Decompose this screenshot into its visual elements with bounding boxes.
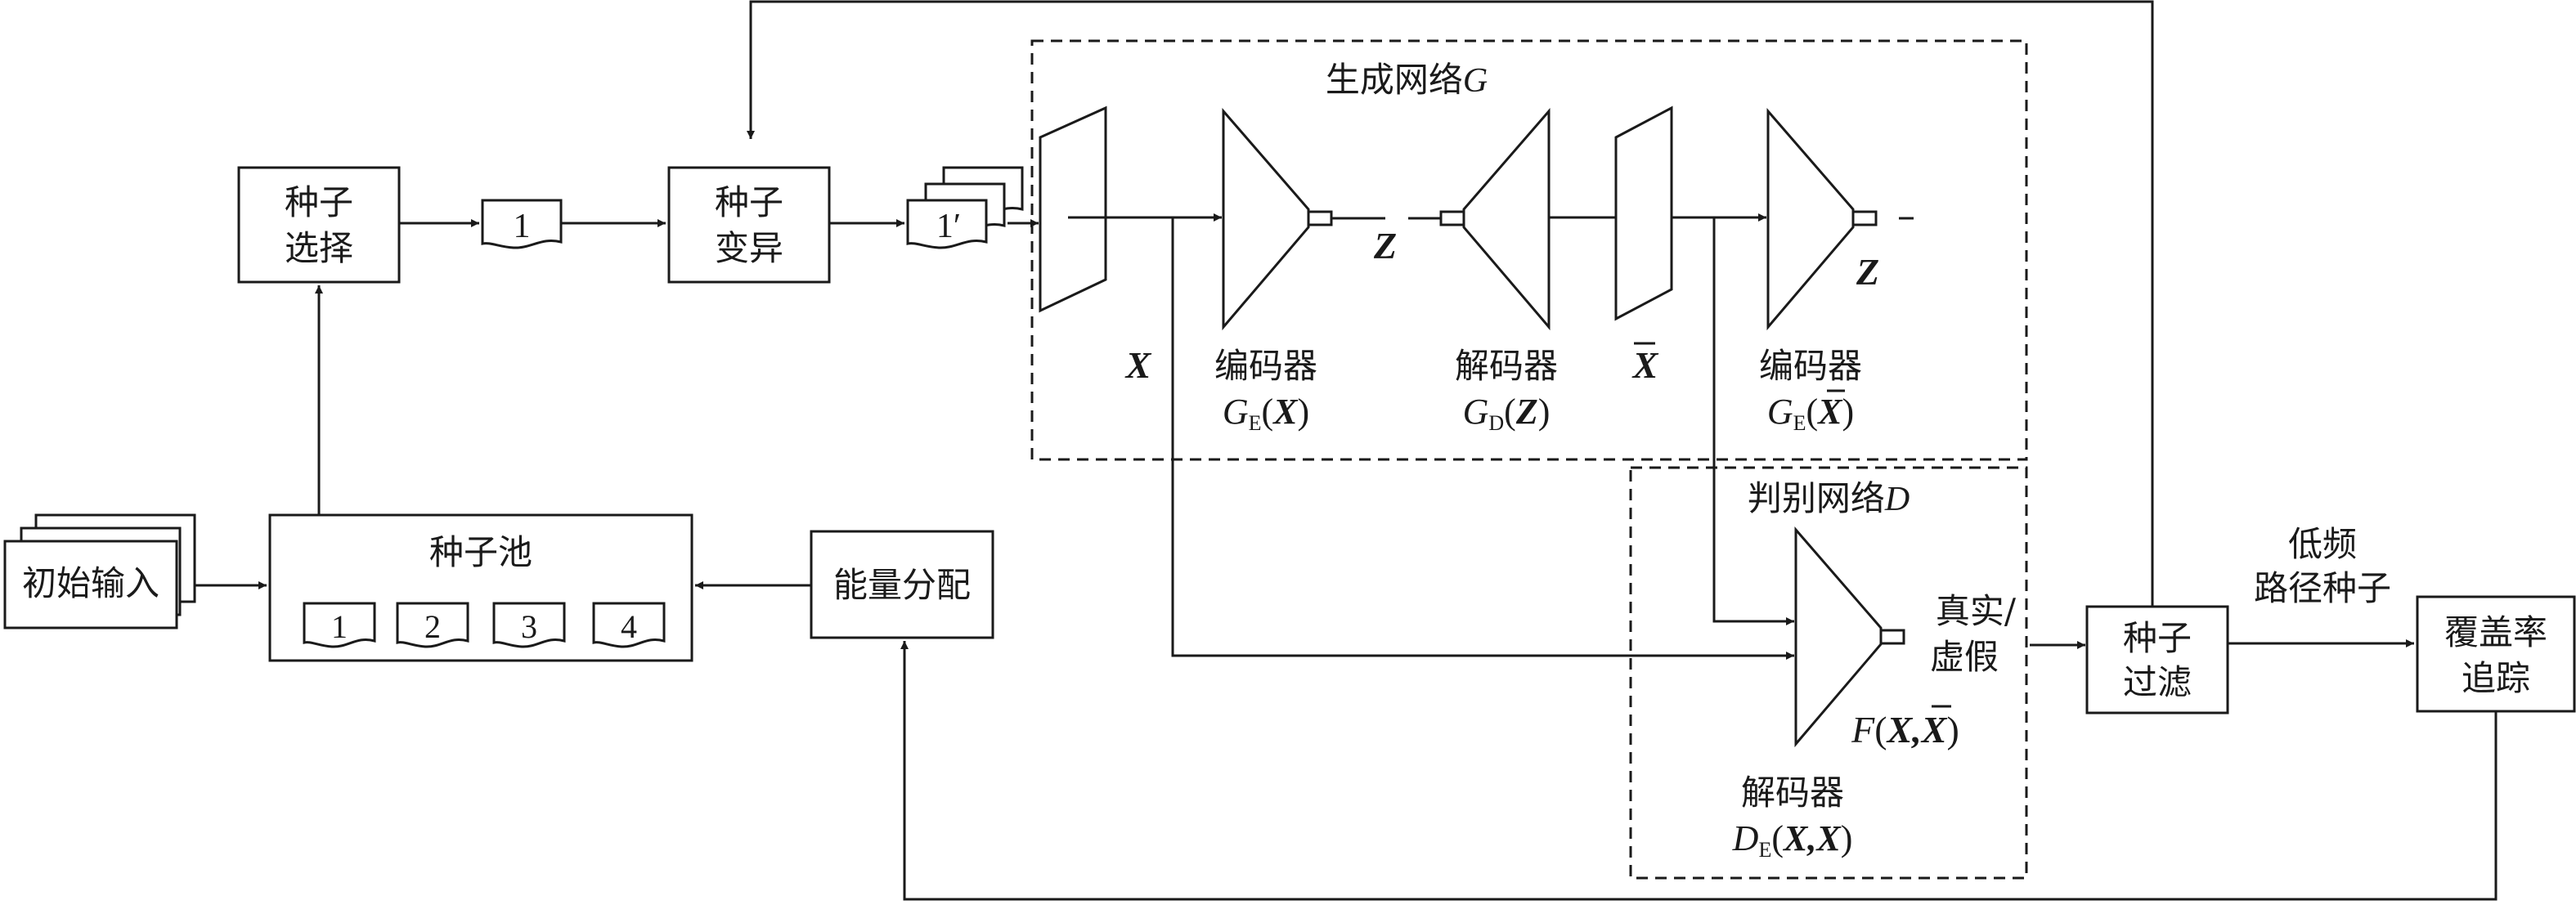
- seed-select-line2: 选择: [285, 228, 353, 268]
- seed-pool-label: 种子池: [429, 532, 532, 572]
- generator-title: 生成网络G: [1326, 60, 1488, 100]
- encoder2-caption: 编码器 GE(X): [1759, 346, 1862, 435]
- energy-block: 能量分配: [810, 530, 994, 639]
- svg-text:Z: Z: [1856, 251, 1879, 293]
- input-var: X: [1124, 344, 1152, 386]
- svg-text:编码器: 编码器: [1759, 346, 1862, 386]
- svg-text:X: X: [1631, 344, 1659, 386]
- feedback-to-mutation: [747, 0, 2154, 607]
- seed-select-block: 种子 选择: [237, 166, 401, 284]
- svg-text:解码器: 解码器: [1741, 773, 1844, 813]
- seed-document: 1: [481, 199, 563, 249]
- discriminator-fn: F(X,X): [1851, 705, 1959, 750]
- low-freq-label: 低频 路径种子: [2254, 524, 2391, 608]
- feedback-to-energy: [900, 641, 2497, 901]
- recon-var: X: [1631, 342, 1659, 386]
- discriminator-output: 真实/ 虚假: [1930, 591, 2017, 677]
- svg-text:虚假: 虚假: [1930, 637, 1999, 677]
- svg-text:4: 4: [621, 608, 637, 645]
- svg-text:路径种子: 路径种子: [2254, 568, 2391, 608]
- svg-text:低频: 低频: [2288, 524, 2357, 564]
- mutated-document-stack: 1′: [906, 166, 1024, 249]
- seed-select-line1: 种子: [285, 182, 353, 222]
- svg-text:GD(Z): GD(Z): [1463, 392, 1551, 435]
- pool-doc-3: 3: [492, 602, 566, 648]
- seed-mutate-line2: 变异: [715, 228, 783, 268]
- seed-document-label: 1: [514, 208, 531, 245]
- encoder1-caption: 编码器 GE(X): [1214, 346, 1317, 435]
- seed-filter-block: 种子 过滤: [2085, 605, 2229, 715]
- discriminator-title: 判别网络D: [1748, 478, 1910, 518]
- svg-text:覆盖率: 覆盖率: [2444, 612, 2547, 652]
- svg-text:DE(X,X): DE(X,X): [1732, 818, 1853, 862]
- input-slab: [1039, 105, 1107, 313]
- svg-text:编码器: 编码器: [1214, 346, 1317, 386]
- pool-doc-4: 4: [592, 602, 666, 648]
- svg-text:追踪: 追踪: [2462, 658, 2530, 698]
- svg-text:GE(X): GE(X): [1223, 392, 1309, 435]
- svg-text:1: 1: [331, 608, 348, 645]
- initial-input-label: 初始输入: [22, 563, 159, 603]
- svg-text:真实/: 真实/: [1936, 591, 2017, 631]
- svg-text:种子: 种子: [2123, 618, 2192, 658]
- recon-slab: [1614, 105, 1673, 321]
- coverage-block: 覆盖率 追踪: [2416, 595, 2576, 713]
- seed-pool-block: 种子池 1 2 3 4: [268, 513, 693, 662]
- svg-text:F(X,X): F(X,X): [1851, 709, 1959, 750]
- mutated-document-label: 1′: [936, 208, 961, 245]
- encoder1-triangle: [1222, 107, 1310, 331]
- svg-text:3: 3: [521, 608, 537, 645]
- latent-var: Z: [1373, 225, 1397, 267]
- seed-mutate-line1: 种子: [715, 182, 783, 222]
- svg-text:2: 2: [424, 608, 441, 645]
- discriminator-frame: [1629, 466, 2028, 880]
- pool-doc-2: 2: [396, 602, 469, 648]
- svg-text:解码器: 解码器: [1455, 346, 1558, 386]
- discriminator-decoder-caption: 解码器 DE(X,X): [1732, 773, 1853, 862]
- generator-frame: [1030, 39, 2028, 461]
- decoder-triangle: [1462, 107, 1551, 331]
- latent2-var: Z: [1856, 251, 1879, 293]
- initial-input-stack: 初始输入: [3, 513, 196, 629]
- svg-text:过滤: 过滤: [2123, 662, 2192, 702]
- svg-text:GE(X): GE(X): [1767, 392, 1854, 435]
- energy-label: 能量分配: [833, 565, 971, 605]
- pool-doc-1: 1: [303, 602, 376, 648]
- seed-mutate-block: 种子 变异: [667, 166, 831, 284]
- decoder-caption: 解码器 GD(Z): [1455, 346, 1558, 435]
- encoder2-triangle: [1766, 107, 1855, 331]
